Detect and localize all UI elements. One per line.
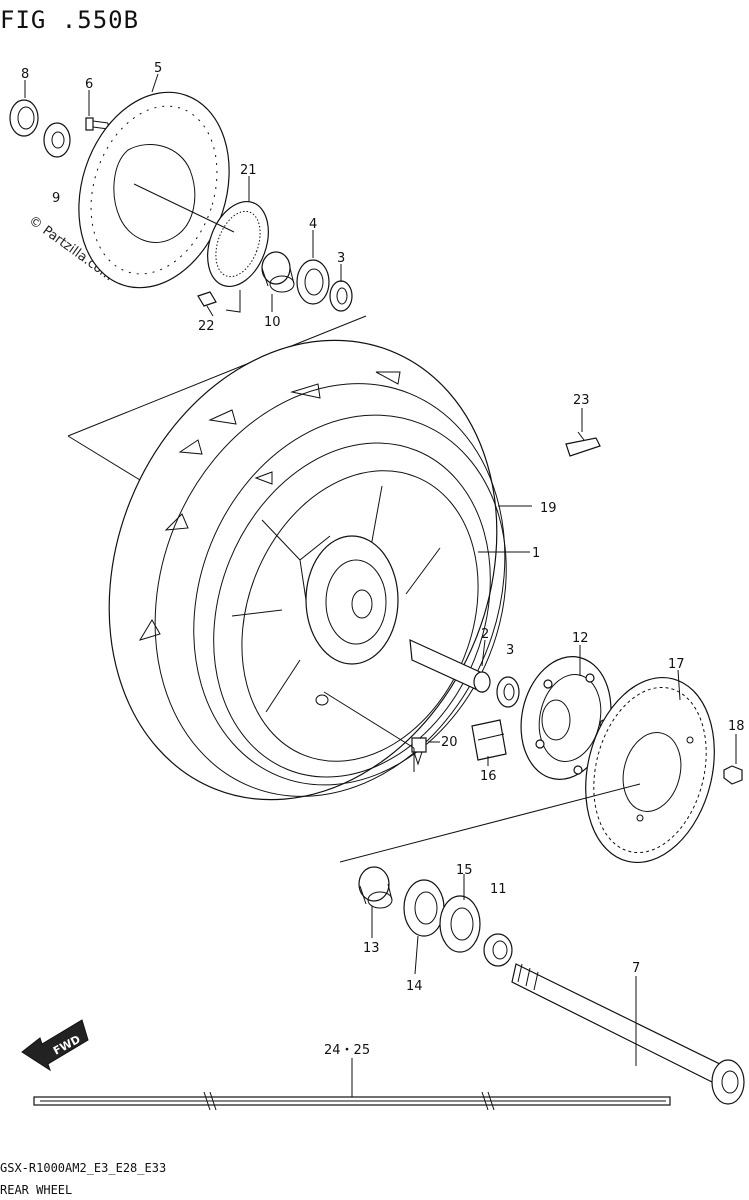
callout-10: 10 <box>264 315 281 330</box>
callout-8: 8 <box>21 67 29 82</box>
part-14-bearing[interactable] <box>403 879 445 937</box>
callout-20: 20 <box>441 735 458 750</box>
part-7-axle[interactable] <box>511 963 745 1105</box>
callout-13: 13 <box>363 941 380 956</box>
callout-6: 6 <box>85 77 93 92</box>
callout-24-25: 24・25 <box>324 1043 370 1058</box>
callout-15: 15 <box>456 863 473 878</box>
callout-12: 12 <box>572 631 589 646</box>
part-21-sensor-rotor[interactable] <box>197 193 280 295</box>
part-23-balance-weight[interactable] <box>565 431 601 457</box>
section-title: REAR WHEEL <box>0 1183 72 1197</box>
callout-19: 19 <box>540 501 557 516</box>
part-5-brake-disc[interactable] <box>55 73 254 308</box>
callout-9: 9 <box>52 191 60 206</box>
callout-4: 4 <box>309 217 317 232</box>
part-10-spacer[interactable] <box>261 251 295 293</box>
callouts: 8 6 5 9 21 4 3 22 10 23 19 1 2 3 12 17 1… <box>21 61 745 1058</box>
spoke-set-24-25[interactable] <box>33 1058 671 1111</box>
callout-2: 2 <box>481 627 489 642</box>
part-15-seal[interactable] <box>439 895 481 953</box>
callout-11: 11 <box>490 882 507 897</box>
brake-disc-group <box>9 73 367 481</box>
callout-22: 22 <box>198 319 215 334</box>
part-18-nut[interactable] <box>723 765 743 785</box>
part-11-spacer[interactable] <box>483 933 513 967</box>
part-4-seal[interactable] <box>296 259 330 305</box>
callout-17: 17 <box>668 657 685 672</box>
callout-16: 16 <box>480 769 497 784</box>
callout-23: 23 <box>573 393 590 408</box>
part-16-damper[interactable] <box>471 719 507 761</box>
wheel-tire-group <box>42 282 743 876</box>
callout-3b: 3 <box>506 643 514 658</box>
part-3-bearing-upper[interactable] <box>329 280 353 312</box>
callout-3a: 3 <box>337 251 345 266</box>
fwd-arrow-badge: FWD <box>21 1019 89 1072</box>
model-code: GSX-R1000AM2_E3_E28_E33 <box>0 1161 166 1175</box>
callout-21: 21 <box>240 163 257 178</box>
part-3-bearing-lower[interactable] <box>496 676 520 708</box>
part-8-seal[interactable] <box>9 99 39 137</box>
callout-1: 1 <box>532 546 540 561</box>
callout-18: 18 <box>728 719 745 734</box>
axle-group <box>358 866 745 1105</box>
part-19-tire[interactable] <box>42 282 565 859</box>
callout-5: 5 <box>154 61 162 76</box>
figure-id: FIG .550B <box>0 6 139 34</box>
callout-7: 7 <box>632 961 640 976</box>
part-13-spacer[interactable] <box>358 866 393 909</box>
part-6-bolt[interactable] <box>85 117 109 131</box>
part-2-spacer[interactable] <box>409 639 491 693</box>
part-1-wheel[interactable] <box>165 401 539 819</box>
part-9-washer[interactable] <box>43 122 71 158</box>
part-22-screw[interactable] <box>197 291 217 307</box>
part-17-sprocket[interactable] <box>567 664 733 876</box>
callout-14: 14 <box>406 979 423 994</box>
